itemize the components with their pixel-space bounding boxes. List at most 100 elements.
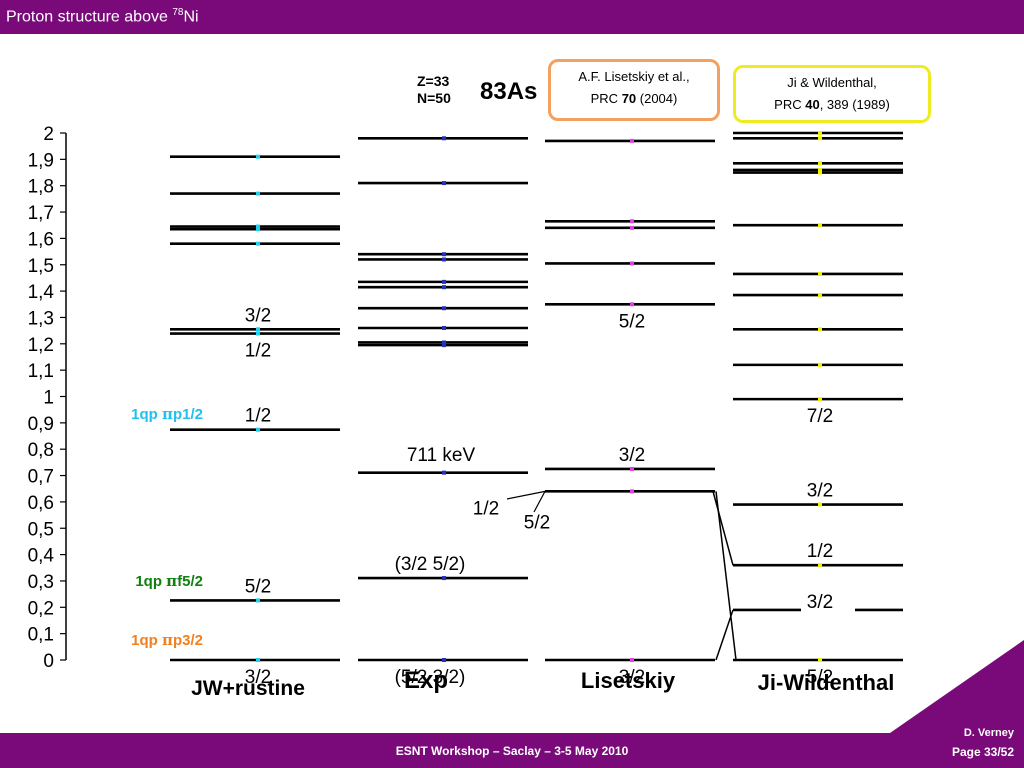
ref2-journal: PRC (774, 97, 806, 112)
level-marker (630, 302, 634, 307)
y-tick-label: 1,7 (28, 203, 54, 224)
nucleus-zn: Z=33 N=50 (417, 73, 451, 107)
y-tick-label: 0,2 (28, 598, 54, 619)
level-marker (818, 293, 822, 298)
annotation-711-kev: 711 keV (407, 445, 476, 466)
level-marker (256, 241, 260, 246)
annotation-qp-p3-2: 1qp πp3/2 (131, 631, 203, 649)
level-marker (442, 343, 446, 348)
y-tick-label: 1,8 (28, 177, 54, 198)
y-tick-label: 2 (43, 124, 54, 145)
annotation-qp-p3-2-pi: π (162, 631, 173, 649)
ref1-rest: (2004) (636, 91, 678, 106)
y-tick-label: 0,5 (28, 519, 54, 540)
level-marker (256, 658, 260, 662)
level-marker (256, 427, 260, 432)
nucleus-name: 83As (480, 78, 538, 105)
column-label: Ji-Wildenthal (758, 670, 895, 695)
y-tick-label: 1,6 (28, 229, 54, 250)
ref1-line2: PRC 70 (2004) (551, 88, 717, 110)
level-marker (818, 502, 822, 507)
annotation-qp-p1-2-orbital: p1/2 (173, 406, 203, 423)
level-marker (818, 136, 822, 141)
workshop-label: ESNT Workshop – Saclay – 3-5 May 2010 (395, 744, 629, 758)
level-marker (818, 271, 822, 276)
y-tick-label: 0 (43, 651, 54, 672)
spin-label: 1/2 (807, 541, 833, 562)
y-tick-label: 1 (43, 388, 54, 409)
level-marker (818, 170, 822, 175)
level-marker (630, 138, 634, 143)
y-tick-label: 0,6 (28, 493, 54, 514)
level-marker (630, 261, 634, 266)
nucleus-n: N=50 (417, 90, 451, 106)
spin-label: 3/2 (619, 445, 645, 466)
level-marker (630, 225, 634, 230)
annotation-qp-f5-2: 1qp πf5/2 (135, 572, 203, 590)
level-marker (630, 219, 634, 224)
level-marker (442, 257, 446, 262)
spin-label: 5/2 (619, 311, 645, 332)
level-marker (442, 470, 446, 475)
connector-line (715, 491, 737, 661)
level-marker (442, 252, 446, 257)
level-marker (818, 397, 822, 402)
level-marker (442, 181, 446, 186)
spin-label: (3/2 5/2) (395, 554, 466, 575)
level-marker (442, 325, 446, 330)
connector-line (506, 490, 546, 500)
annotation-qp-f5-2-pi: π (166, 572, 177, 590)
spin-label: 1/2 (245, 406, 271, 427)
level-marker (256, 331, 260, 336)
y-tick-label: 1,3 (28, 308, 54, 329)
level-marker (442, 576, 446, 581)
nucleus-z: Z=33 (417, 73, 450, 89)
slide-title-sup: 78 (172, 7, 184, 18)
ref2-rest: , 389 (1989) (819, 97, 890, 112)
y-tick-label: 0,1 (28, 625, 54, 646)
slide-title: Proton structure above 78Ni (6, 7, 199, 26)
level-marker (256, 598, 260, 603)
ref2-line2: PRC 40, 389 (1989) (736, 94, 928, 116)
level-marker (630, 466, 634, 471)
connector-line (715, 609, 734, 661)
level-marker (442, 279, 446, 284)
level-marker (442, 306, 446, 311)
footer-bar: ESNT Workshop – Saclay – 3-5 May 2010 (0, 733, 1024, 768)
connector-line (712, 491, 734, 566)
connector-line (533, 491, 546, 513)
y-tick-label: 0,9 (28, 414, 54, 435)
y-tick-label: 1,9 (28, 150, 54, 171)
spin-label: 5/2 (807, 667, 833, 688)
level-marker (256, 327, 260, 332)
level-marker (442, 285, 446, 290)
level-marker (256, 154, 260, 159)
spin-label: 3/2 (245, 305, 271, 326)
level-marker (256, 191, 260, 196)
ref1-line1: A.F. Lisetskiy et al., (578, 69, 690, 84)
slide-title-tail: Ni (183, 8, 199, 26)
author-label: D. Verney (963, 727, 1014, 739)
annotation-qp-f5-2-orbital: f5/2 (177, 573, 203, 590)
annotation-qp-p1-2-prefix: 1qp (131, 406, 162, 423)
level-scheme-diagram: 00,10,20,30,40,50,60,70,80,911,11,21,31,… (28, 124, 903, 700)
annotation-qp-p3-2-prefix: 1qp (131, 632, 162, 649)
reference-box-lisetskiy: A.F. Lisetskiy et al., PRC 70 (2004) (548, 59, 720, 121)
level-marker (818, 131, 822, 135)
ref2-line1: Ji & Wildenthal, (787, 75, 877, 90)
reference-box-ji-wildenthal: Ji & Wildenthal, PRC 40, 389 (1989) (733, 65, 931, 123)
level-marker (442, 136, 446, 141)
spin-label: 1/2 (245, 341, 271, 362)
annotation-qp-f5-2-prefix: 1qp (135, 573, 166, 590)
spin-label: 5/2 (245, 576, 271, 597)
annotation-qp-p3-2-orbital: p3/2 (173, 632, 203, 649)
column-label: JW+rustine (191, 677, 305, 700)
page-number: Page 33/52 (951, 745, 1014, 759)
y-tick-label: 0,4 (28, 546, 55, 567)
column-label: Lisetskiy (581, 668, 676, 693)
spin-label: 3/2 (807, 592, 833, 613)
level-marker (818, 167, 822, 172)
spin-label: 3/2 (245, 667, 271, 688)
level-marker (256, 224, 260, 229)
y-tick-label: 0,7 (28, 467, 54, 488)
